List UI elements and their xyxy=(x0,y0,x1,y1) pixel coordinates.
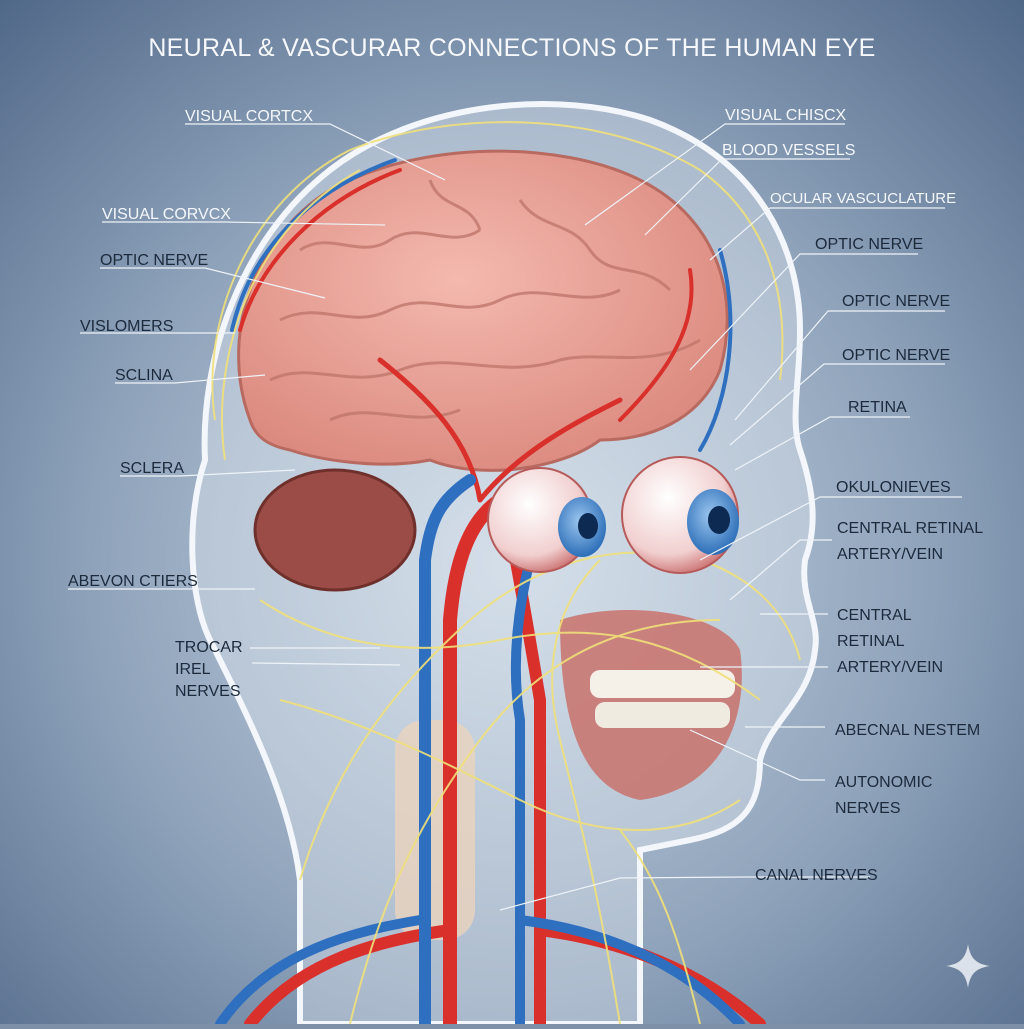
label-visual-cortcx: VISUAL CORTCX xyxy=(185,108,313,125)
mouth xyxy=(560,610,742,800)
label-blood-vessels: BLOOD VESSELS xyxy=(722,142,855,159)
right-eye xyxy=(621,456,739,574)
label-ocular-vasculature: OCULAR VASCUCLATURE xyxy=(770,190,956,207)
label-visual-chiscx: VISUAL CHISCX xyxy=(725,107,847,124)
label-autonomic-line1: AUTONOMIC xyxy=(835,774,932,791)
label-central-retinal-2-line3: ARTERY/VEIN xyxy=(837,659,943,676)
label-optic-nerve-3: OPTIC NERVE xyxy=(842,347,950,364)
label-retina: RETINA xyxy=(848,399,907,416)
label-central-retinal-2-line2: RETINAL xyxy=(837,633,905,650)
label-okulonieves: OKULONIEVES xyxy=(836,479,951,496)
label-central-retinal-1-line2: ARTERY/VEIN xyxy=(837,546,943,563)
nerves xyxy=(211,121,801,1025)
cervical-spine xyxy=(395,720,475,940)
label-abevon-ctiers: ABEVON CTIERS xyxy=(68,573,198,590)
label-central-retinal-2-line1: CENTRAL xyxy=(837,607,912,624)
veins xyxy=(215,158,745,1029)
label-trocar-line3: NERVES xyxy=(175,683,241,700)
label-central-retinal-1-line1: CENTRAL RETINAL xyxy=(837,520,983,537)
label-trocar-line1: TROCAR xyxy=(175,639,243,656)
label-optic-nerve-2: OPTIC NERVE xyxy=(842,293,950,310)
label-vislomers: VISLOMERS xyxy=(80,318,173,335)
label-optic-nerve-1: OPTIC NERVE xyxy=(815,236,923,253)
label-optic-nerve-left: OPTIC NERVE xyxy=(100,252,208,269)
label-trocar-line2: IREL xyxy=(175,661,211,678)
label-abecnal-nestem: ABECNAL NESTEM xyxy=(835,722,980,739)
label-canal-nerves: CANAL NERVES xyxy=(755,867,878,884)
label-visual-corvcx: VISUAL CORVCX xyxy=(102,206,231,223)
left-eye xyxy=(487,467,606,573)
label-sclera: SCLERA xyxy=(120,460,184,477)
diagram-title: NEURAL & VASCURAR CONNECTIONS OF THE HUM… xyxy=(148,34,875,62)
leader-lines xyxy=(68,123,962,911)
label-sclina: SCLINA xyxy=(115,367,173,384)
cerebellum xyxy=(253,468,417,592)
label-autonomic-line2: NERVES xyxy=(835,800,901,817)
sparkle-icon xyxy=(946,944,990,988)
brain xyxy=(237,149,729,472)
